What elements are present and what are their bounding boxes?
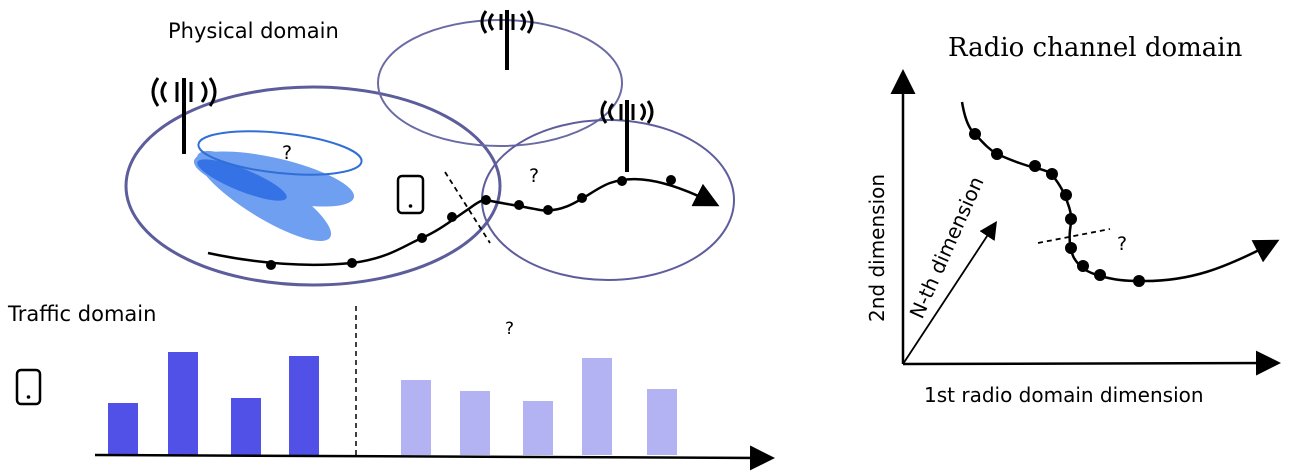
physical-domain-panel: Physical domain ? — [124, 10, 735, 287]
traffic-bar-past — [168, 352, 198, 455]
sample-point — [1094, 269, 1106, 281]
sample-point — [577, 193, 587, 203]
traffic-domain-title: Traffic domain — [7, 302, 156, 326]
traffic-question-mark: ? — [505, 319, 514, 339]
sample-point — [1029, 160, 1041, 172]
traffic-bar-future — [523, 401, 553, 455]
sample-point — [991, 148, 1003, 160]
radio-domain-panel: Radio channel domain 1st radio domain di… — [865, 33, 1281, 407]
sample-point — [266, 260, 276, 270]
user-trajectory — [207, 177, 720, 267]
sample-point — [1060, 189, 1072, 201]
cell-large — [124, 85, 502, 287]
sample-point — [666, 175, 676, 185]
sample-point — [543, 205, 553, 215]
traffic-bar-past — [108, 403, 138, 455]
physical-domain-title: Physical domain — [168, 19, 339, 43]
traffic-bar-future — [647, 389, 677, 455]
cell-question-mark: ? — [529, 165, 539, 187]
sample-point — [1077, 260, 1089, 272]
antenna-icon — [600, 100, 654, 172]
traffic-bar-past — [231, 398, 261, 455]
sample-point — [1065, 213, 1077, 225]
radio-domain-title: Radio channel domain — [948, 33, 1243, 63]
trajectory-samples — [266, 175, 676, 270]
radio-handover-boundary — [1037, 228, 1111, 244]
traffic-time-axis — [94, 445, 775, 471]
traffic-bar-future — [582, 358, 612, 455]
beam-lobe-core — [197, 159, 287, 201]
cell-top — [377, 19, 623, 147]
traffic-bar-past — [289, 356, 319, 455]
beam-question-mark: ? — [282, 142, 292, 164]
traffic-bar-future — [460, 391, 490, 455]
sample-point — [481, 195, 491, 205]
radio-y-label: 2nd dimension — [865, 174, 889, 322]
antenna-icon — [151, 77, 217, 154]
sample-point — [447, 212, 457, 222]
traffic-domain-panel: Traffic domain ? — [7, 302, 775, 471]
beam-pattern: ? — [193, 130, 363, 242]
sample-point — [417, 233, 427, 243]
beam-outline-uncertain — [197, 130, 363, 176]
antenna-icon — [480, 10, 534, 70]
radio-samples — [969, 128, 1145, 287]
traffic-bar-future — [401, 380, 431, 455]
sample-point — [969, 128, 981, 140]
radio-x-axis — [902, 350, 1281, 376]
radio-question-mark: ? — [1117, 233, 1127, 255]
radio-x-label: 1st radio domain dimension — [924, 383, 1204, 407]
sample-point — [514, 200, 524, 210]
sample-point — [1065, 242, 1077, 254]
phone-icon — [396, 174, 425, 215]
radio-n-label: N-th dimension — [905, 173, 989, 322]
sample-point — [347, 258, 357, 268]
sample-point — [617, 176, 627, 186]
cell-right — [481, 119, 735, 281]
traffic-bars — [108, 352, 677, 455]
phone-icon — [15, 368, 42, 406]
radio-n-axis — [902, 220, 997, 365]
sample-point — [1133, 275, 1145, 287]
sample-point — [1046, 168, 1058, 180]
